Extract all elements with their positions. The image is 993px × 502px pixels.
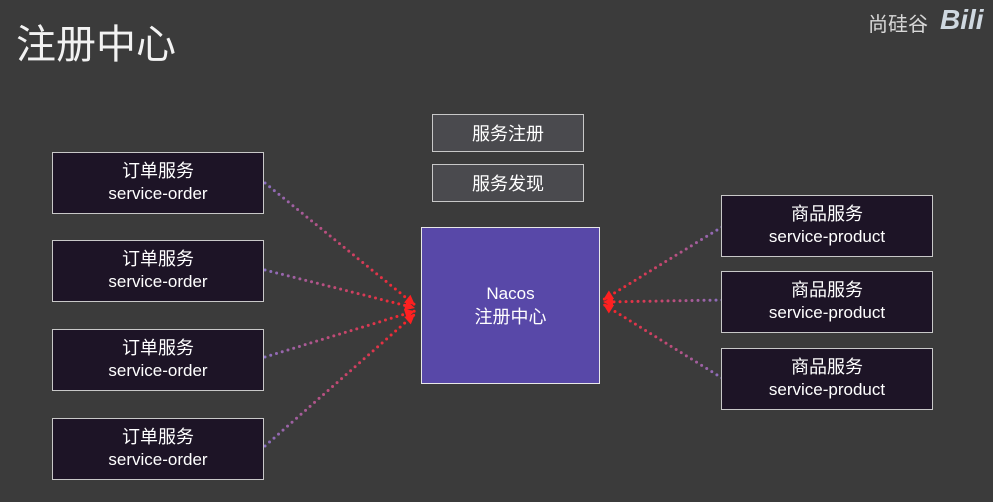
service-cn: 订单服务 — [122, 338, 194, 359]
service-register-button[interactable]: 服务注册 — [432, 114, 584, 152]
arrowhead-icon — [603, 296, 614, 307]
page-title: 注册中心 — [16, 22, 176, 68]
order-service-box: 订单服务 service-order — [52, 329, 264, 391]
service-en: service-product — [768, 227, 886, 246]
service-en: service-order — [108, 184, 208, 203]
nacos-registry-box: Nacos 注册中心 — [421, 227, 600, 384]
product-service-box: 商品服务 service-product — [721, 271, 933, 333]
arrowhead-icon — [404, 300, 415, 311]
service-en: service-order — [108, 272, 208, 291]
service-en: service-product — [768, 303, 886, 322]
service-cn: 商品服务 — [791, 357, 863, 378]
connection-line — [601, 302, 724, 380]
connection-line — [601, 298, 724, 304]
service-cn: 商品服务 — [791, 280, 863, 301]
arrowhead-icon — [603, 290, 615, 300]
service-cn: 商品服务 — [791, 204, 863, 225]
service-cn: 订单服务 — [122, 249, 194, 270]
service-en: service-order — [108, 361, 208, 380]
arrowhead-icon — [603, 304, 615, 314]
product-service-box: 商品服务 service-product — [721, 348, 933, 410]
order-service-box: 订单服务 service-order — [52, 152, 264, 214]
service-en: service-product — [768, 380, 886, 399]
connection-line — [263, 181, 417, 307]
connection-line — [601, 225, 724, 302]
connection-line — [263, 312, 417, 448]
product-service-box: 商品服务 service-product — [721, 195, 933, 257]
nacos-name: Nacos — [486, 283, 535, 303]
connection-line — [263, 268, 417, 310]
service-cn: 订单服务 — [122, 161, 194, 182]
service-cn: 订单服务 — [122, 427, 194, 448]
watermark-brand: 尚硅谷 — [868, 12, 928, 36]
nacos-label: 注册中心 — [474, 306, 547, 328]
watermark-logo: Bili — [940, 4, 984, 35]
service-discover-button[interactable]: 服务发现 — [432, 164, 584, 202]
service-en: service-order — [108, 450, 208, 469]
connection-line — [263, 309, 417, 359]
order-service-box: 订单服务 service-order — [52, 240, 264, 302]
order-service-box: 订单服务 service-order — [52, 418, 264, 480]
discover-label: 服务发现 — [472, 174, 544, 195]
register-label: 服务注册 — [472, 124, 544, 145]
arrowhead-icon — [404, 314, 415, 325]
